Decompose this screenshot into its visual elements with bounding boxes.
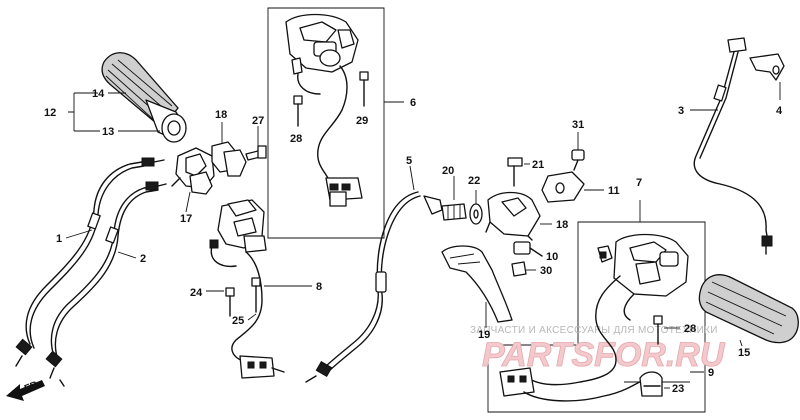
lever-bracket <box>485 191 541 241</box>
callout-28-right: 28 <box>684 323 696 335</box>
throttle-grip <box>101 52 187 143</box>
callout-4: 4 <box>776 105 783 117</box>
callout-18-right: 18 <box>556 219 568 231</box>
screw-25 <box>251 277 261 313</box>
dimmer-switch <box>209 199 285 379</box>
callout-12: 12 <box>44 107 56 119</box>
callout-2: 2 <box>140 253 146 265</box>
clutch-lever <box>441 245 513 323</box>
left-handlebar-switch <box>285 13 363 207</box>
callout-9: 9 <box>708 367 714 379</box>
callout-27: 27 <box>252 115 264 127</box>
callout-8: 8 <box>316 281 322 293</box>
screw-28-left <box>293 95 303 127</box>
frame-switch-left <box>267 7 385 239</box>
callout-3: 3 <box>678 105 684 117</box>
screw-27 <box>245 145 267 161</box>
switch-10 <box>513 241 543 257</box>
callout-30: 30 <box>540 265 552 277</box>
callout-23: 23 <box>672 383 684 395</box>
callout-17: 17 <box>180 213 192 225</box>
nut-30 <box>511 261 527 277</box>
frame-switch-right <box>487 221 706 413</box>
screw-20 <box>441 203 467 221</box>
screw-29 <box>359 71 369 107</box>
callout-19: 19 <box>478 329 490 341</box>
screw-28-right <box>653 315 663 345</box>
clip-23 <box>639 371 663 397</box>
callout-14: 14 <box>92 88 105 100</box>
callout-31: 31 <box>572 119 584 131</box>
callout-21: 21 <box>532 159 544 171</box>
callout-24: 24 <box>190 287 203 299</box>
watermark-text: ЗАПЧАСТИ И АКСЕССУАРЫ ДЛЯ МОТОТЕХНИКИ <box>470 325 718 336</box>
throttle-cables <box>15 157 167 387</box>
callout-25: 25 <box>232 315 244 327</box>
callout-6: 6 <box>410 97 416 109</box>
callout-22: 22 <box>468 175 480 187</box>
front-direction-label: FR. <box>23 378 42 394</box>
callout-28-left: 28 <box>290 133 302 145</box>
callout-5: 5 <box>406 155 412 167</box>
callout-20: 20 <box>442 165 454 177</box>
screw-31 <box>571 149 585 171</box>
callout-1: 1 <box>56 233 62 245</box>
callout-15: 15 <box>738 347 750 359</box>
throttle-housing <box>171 141 247 195</box>
washer-22 <box>469 203 483 225</box>
callout-10: 10 <box>546 251 558 263</box>
clutch-cable <box>305 191 443 383</box>
front-direction-arrow <box>6 380 45 401</box>
callout-11: 11 <box>608 185 620 197</box>
right-grip <box>698 274 799 344</box>
watermark-logo: PARTSFOR.RU <box>482 336 726 374</box>
callout-13: 13 <box>102 126 114 138</box>
bracket-11 <box>541 171 585 203</box>
tachometer-cable <box>693 37 773 255</box>
start-stop-switch <box>499 233 689 402</box>
callout-29: 29 <box>356 115 368 127</box>
callout-18-left: 18 <box>215 109 227 121</box>
screw-24 <box>225 287 235 317</box>
bracket-4 <box>749 53 785 81</box>
screw-21 <box>507 157 523 187</box>
callout-7: 7 <box>636 177 642 189</box>
